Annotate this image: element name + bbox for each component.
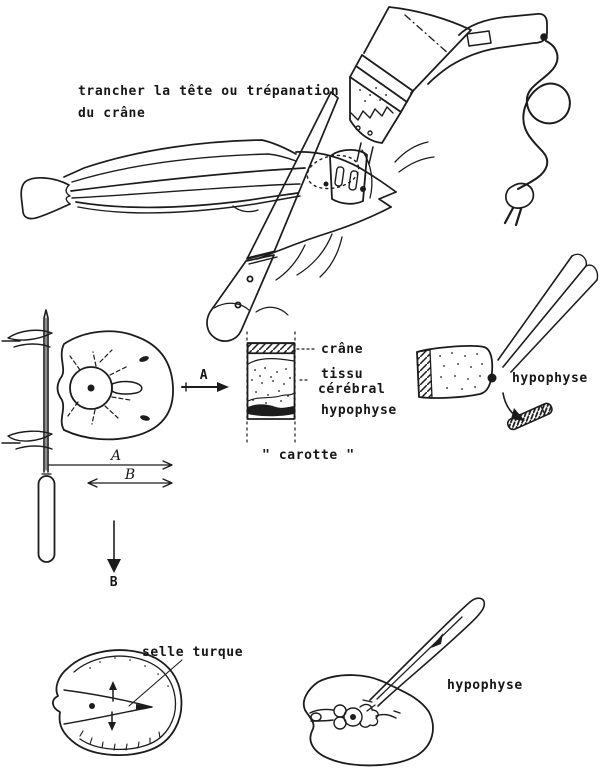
- fig-head-cross-section: A A B B: [1, 309, 229, 590]
- arrow-b-down: [107, 520, 121, 573]
- power-cord-and-plug: [503, 40, 571, 227]
- radial-suture-dashes: [67, 349, 131, 425]
- head-front-outline: [56, 330, 187, 441]
- trepanation-dotted-circle: [306, 154, 360, 190]
- knife-across-head: [206, 91, 339, 342]
- tweezers: [497, 253, 599, 373]
- caption-trepanation-line1: trancher la tête ou trépanation: [78, 84, 339, 99]
- fig-hypophyse-extraction: hypophyse: [302, 597, 523, 767]
- label-tissu: tissu: [321, 367, 363, 382]
- fig-core-with-tweezers: hypophyse: [416, 253, 599, 431]
- selle-turque-wedge: [136, 704, 153, 710]
- hypophyse-blob: [248, 404, 294, 417]
- fig-trepanation-scene: trancher la tête ou trépanation du crâne: [20, 6, 571, 342]
- label-crane: crâne: [321, 342, 363, 357]
- hole-saw-bit: [329, 149, 368, 205]
- label-carotte: " carotte ": [262, 448, 355, 463]
- label-hypophyse-bottom: hypophyse: [447, 678, 523, 693]
- forceps: [362, 597, 486, 712]
- hypophyse-dot: [487, 373, 497, 383]
- brain-top-view: [309, 703, 401, 730]
- plug-icon: [503, 182, 535, 227]
- dim-a-label: A: [109, 448, 121, 464]
- arrow-a-label: A: [200, 368, 208, 383]
- hatched-rod: [506, 402, 553, 431]
- label-selle-turque: selle turque: [142, 645, 243, 660]
- label-hypophyse-core: hypophyse: [321, 403, 397, 418]
- tissue-stipple: [251, 367, 291, 404]
- caption-trepanation-line2: du crâne: [78, 106, 145, 121]
- arrow-b-label: B: [110, 575, 118, 590]
- core-stipple: [439, 352, 483, 390]
- label-hypophyse-faded: hypophyse: [512, 371, 588, 386]
- fig-carotte-core: crâne tissu cérébral hypophyse " carotte…: [246, 331, 397, 463]
- vertical-knife: [37, 309, 56, 563]
- fig-selle-turque: selle turque: [52, 645, 243, 756]
- label-cerebral: cérébral: [318, 382, 385, 397]
- fish-side-view: [20, 139, 435, 316]
- crane-hatched-band: [247, 342, 295, 354]
- electric-drill: [329, 6, 548, 205]
- selle-turque-leader: [128, 659, 183, 707]
- arrow-a-to-core: [181, 382, 229, 392]
- core-hatched-end: [416, 349, 433, 399]
- dimension-arrows: [47, 460, 173, 488]
- cut-fin-stubs: [1, 329, 53, 450]
- bottom-shading-ticks: [79, 730, 161, 751]
- dim-b-label: B: [124, 467, 135, 483]
